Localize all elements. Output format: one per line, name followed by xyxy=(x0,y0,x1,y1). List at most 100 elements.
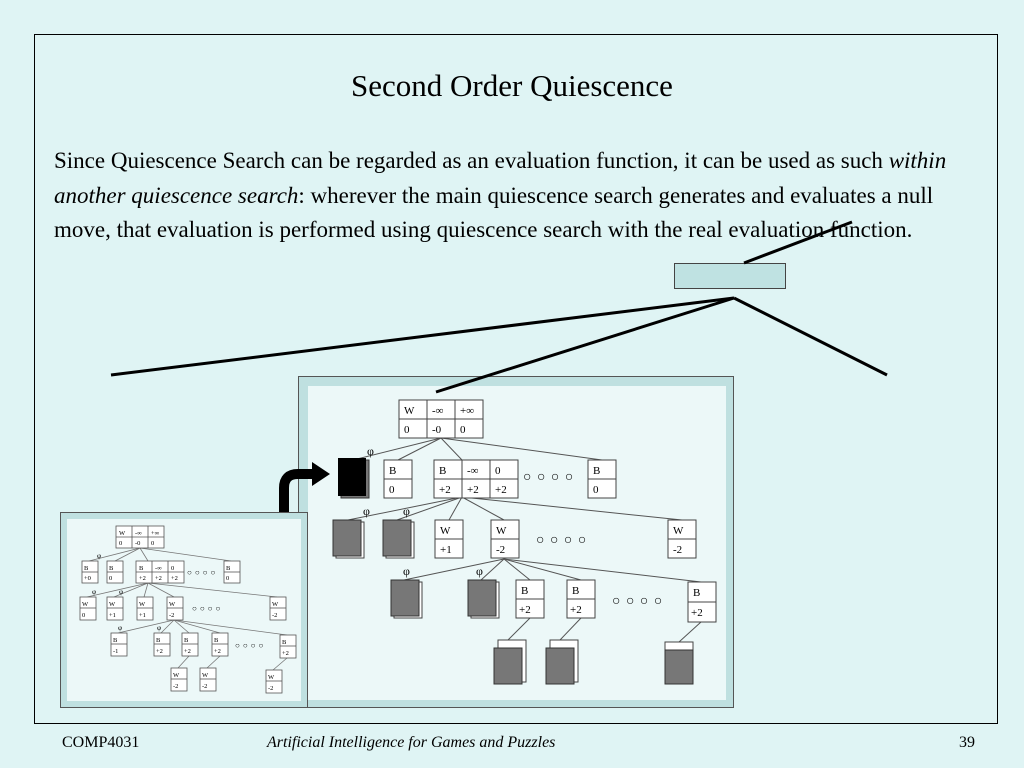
small-root-node: W -∞ +∞ 0 -0 0 xyxy=(115,525,165,549)
level3-node-a: B +2 xyxy=(515,579,545,619)
small-l3-2-value: +2 xyxy=(156,648,163,655)
slide-title: Second Order Quiescence xyxy=(351,68,673,103)
root-node: W -∞ +∞ 0 -0 0 xyxy=(398,399,484,439)
small-root-value-2: -0 xyxy=(135,540,140,547)
level1-mid-value-2: +2 xyxy=(467,484,479,496)
small-root-value-3: 0 xyxy=(151,540,154,547)
level1-node-mid: B -∞ 0 +2 +2 +2 xyxy=(433,459,519,499)
small-l1-4-value: 0 xyxy=(226,575,229,582)
level2-last-value: -2 xyxy=(673,544,682,556)
small-l3-node-2: B +2 xyxy=(153,632,171,657)
small-l3-1-player: B xyxy=(113,637,118,644)
grey-leaf-node xyxy=(390,579,423,619)
small-l1-node-2: B 0 xyxy=(106,560,124,584)
small-null-symbol: φ xyxy=(97,552,101,560)
small-l4-1-player: W xyxy=(173,672,180,679)
slide-frame xyxy=(34,34,998,724)
level2-node-last: W -2 xyxy=(667,519,697,559)
small-l1-3-alpha: -∞ xyxy=(155,565,162,572)
curved-arrow-icon xyxy=(279,462,330,512)
footer-course: COMP4031 xyxy=(62,734,140,751)
grey-leaf-node xyxy=(467,579,500,619)
small-l1-2-player: B xyxy=(109,565,114,572)
level1-first-player: B xyxy=(389,465,396,477)
small-l2-node-3: W +1 xyxy=(136,596,154,621)
small-l2-4-player: W xyxy=(169,601,176,608)
null-move-symbol-l3b: φ xyxy=(476,564,483,578)
level1-mid-value-3: +2 xyxy=(495,484,507,496)
small-tree-edges xyxy=(86,547,288,671)
level3-last-player: B xyxy=(693,587,700,599)
grey-leaf-node xyxy=(664,641,694,685)
null-move-symbol-l3a: φ xyxy=(403,564,410,578)
connector-line-mid xyxy=(435,296,735,394)
small-l2-5-value: -2 xyxy=(272,612,277,619)
level1-mid-value-1: +2 xyxy=(439,484,451,496)
null-move-symbol-l2a: φ xyxy=(363,504,370,518)
small-l3-5-value: +2 xyxy=(282,650,289,657)
small-null-symbol: φ xyxy=(118,624,122,632)
level3-node-last: B +2 xyxy=(687,581,717,623)
level2-a-value: +1 xyxy=(440,544,452,556)
small-l4-node-3: W -2 xyxy=(265,669,283,694)
small-l2-3-value: +1 xyxy=(139,612,146,619)
small-l4-2-player: W xyxy=(202,672,209,679)
root-value-1: 0 xyxy=(404,424,410,436)
level2-ellipsis: ○ ○ ○ ○ xyxy=(536,533,587,548)
slide-paragraph: Since Quiescence Search can be regarded … xyxy=(54,144,954,248)
black-leaf-node xyxy=(338,458,370,499)
paragraph-text-after: : wherever the main quiescence search ge… xyxy=(54,182,934,243)
small-l4-node-1: W -2 xyxy=(170,667,188,692)
level1-mid-alpha: -∞ xyxy=(467,465,479,477)
large-tree-edges xyxy=(347,437,702,643)
small-l2-2-player: W xyxy=(109,601,116,608)
level2-node-b: W -2 xyxy=(490,519,520,559)
small-l2-3-player: W xyxy=(139,601,146,608)
footer-page-number: 39 xyxy=(959,734,975,751)
root-value-2: -0 xyxy=(432,424,442,436)
small-l1-4-player: B xyxy=(226,565,231,572)
level1-mid-beta: 0 xyxy=(495,465,501,477)
level3-ellipsis: ○ ○ ○ ○ xyxy=(612,594,663,609)
small-root-alpha: -∞ xyxy=(135,530,142,537)
level2-node-a: W +1 xyxy=(434,519,464,559)
level1-first-value: 0 xyxy=(389,484,395,496)
small-null-symbol: φ xyxy=(157,624,161,632)
small-l3-4-value: +2 xyxy=(214,648,221,655)
root-beta: +∞ xyxy=(460,405,474,417)
small-l4-2-value: -2 xyxy=(202,683,207,690)
level3-a-value: +2 xyxy=(519,604,531,616)
small-l2-5-player: W xyxy=(272,601,279,608)
level2-a-player: W xyxy=(440,525,451,537)
grey-leaf-node xyxy=(382,519,415,559)
small-root-value-1: 0 xyxy=(119,540,122,547)
null-move-symbol: φ xyxy=(367,444,374,458)
small-null-symbol: φ xyxy=(119,588,123,596)
connector-line-left xyxy=(110,296,735,377)
small-l1-node-1: B +0 xyxy=(81,560,99,584)
small-root-player: W xyxy=(119,530,126,537)
small-l1-3-value-3: +2 xyxy=(171,575,178,582)
small-l1-1-player: B xyxy=(84,565,89,572)
level1-mid-player: B xyxy=(439,465,446,477)
paragraph-emphasis: within another quiescence search xyxy=(54,148,947,208)
level3-b-player: B xyxy=(572,585,579,597)
small-l2-node-1: W 0 xyxy=(79,596,97,621)
small-l4-3-player: W xyxy=(268,674,275,681)
small-l3-node-5: B +2 xyxy=(279,634,297,659)
level2-last-player: W xyxy=(673,525,684,537)
small-l3-3-player: B xyxy=(184,637,189,644)
small-l3-3-value: +2 xyxy=(184,648,191,655)
level3-last-value: +2 xyxy=(691,607,703,619)
small-l3-node-3: B +2 xyxy=(181,632,199,657)
small-l1-node-4: B 0 xyxy=(223,560,241,584)
small-l3-node-1: B -1 xyxy=(110,632,128,657)
root-alpha: -∞ xyxy=(432,405,444,417)
footer-subtitle: Artificial Intelligence for Games and Pu… xyxy=(267,734,556,751)
root-value-3: 0 xyxy=(460,424,466,436)
small-l1-node-3: B -∞ 0 +2 +2 +2 xyxy=(135,560,185,584)
small-null-symbol: φ xyxy=(92,588,96,596)
paragraph-text-before: Since Quiescence Search can be regarded … xyxy=(54,148,889,173)
connector-line-right xyxy=(733,296,888,377)
